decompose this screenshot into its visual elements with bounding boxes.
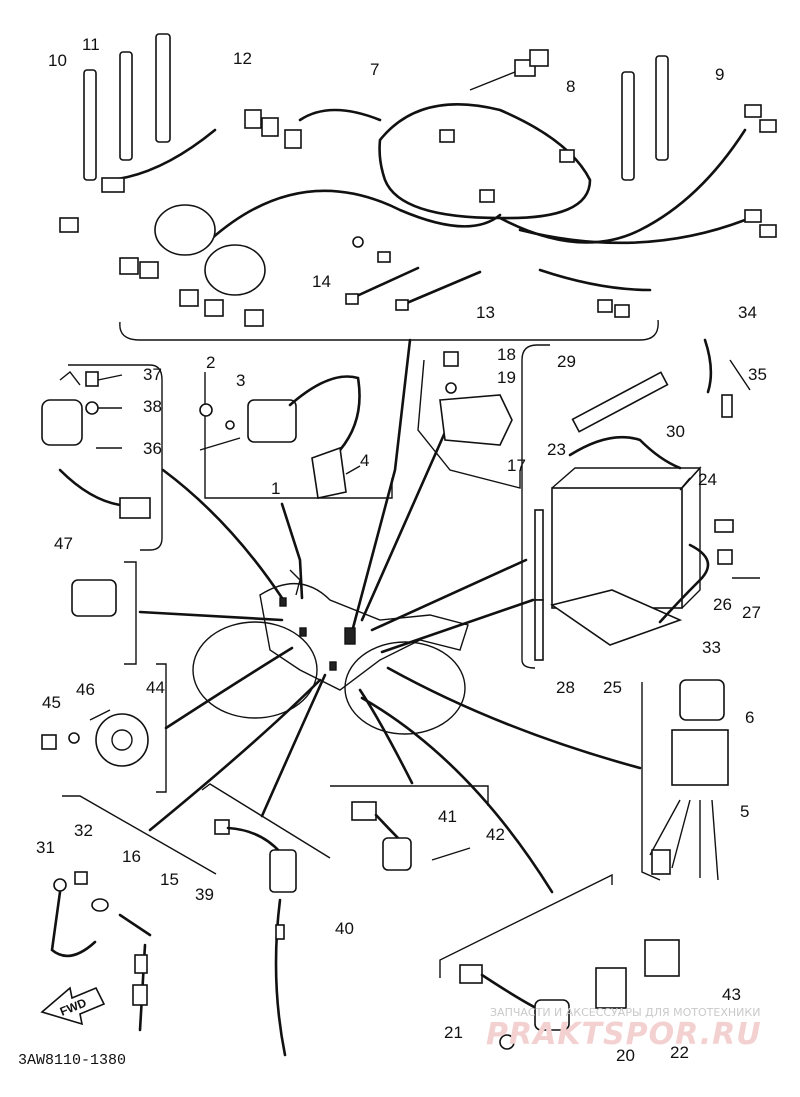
callout-35: 35 [748,365,767,384]
callout-27: 27 [742,603,761,622]
frame-outline [192,569,469,735]
callout-4: 4 [360,451,369,470]
callout-1: 1 [271,479,280,498]
callout-31: 31 [36,838,55,857]
callout-16: 16 [122,847,141,866]
diagram-code: 3AW8110-1380 [18,1052,126,1069]
callout-42: 42 [486,825,505,844]
callout-labels: 1011127891413234118191737383629343530232… [36,35,767,1065]
callout-36: 36 [143,439,162,458]
callout-28: 28 [556,678,575,697]
parts-20-21-22-43 [459,939,680,1050]
callout-17: 17 [507,456,526,475]
callout-24: 24 [698,470,717,489]
callout-21: 21 [444,1023,463,1042]
fwd-arrow: FWD [40,986,106,1026]
callout-44: 44 [146,678,165,697]
callout-9: 9 [715,65,724,84]
callout-30: 30 [666,422,685,441]
parts-15-16-31-32-39 [50,871,152,1032]
callout-12: 12 [233,49,252,68]
callout-15: 15 [160,870,179,889]
battery [534,338,760,661]
ignition-coil [199,375,361,499]
flasher-relay [649,679,729,881]
callout-14: 14 [312,272,331,291]
sensor-40 [214,819,297,1057]
group-brackets [62,319,661,978]
main-switch [41,371,151,519]
callout-40: 40 [335,919,354,938]
callout-10: 10 [48,51,67,70]
cable-ties [83,33,669,181]
callout-26: 26 [713,595,732,614]
rectifier [439,351,513,446]
callout-34: 34 [738,303,757,322]
callout-47: 47 [54,534,73,553]
callout-39: 39 [195,885,214,904]
callout-38: 38 [143,397,162,416]
relay-and-horn [41,579,149,767]
callout-25: 25 [603,678,622,697]
callout-20: 20 [616,1046,635,1065]
callout-3: 3 [236,371,245,390]
callout-46: 46 [76,680,95,699]
callout-8: 8 [566,77,575,96]
watermark-logo: PRAKTSPOR.RU [486,1017,762,1052]
callout-6: 6 [745,708,754,727]
callout-37: 37 [143,365,162,384]
wire-harness [59,49,777,327]
callout-11: 11 [82,35,100,54]
callout-22: 22 [670,1043,689,1062]
callout-45: 45 [42,693,61,712]
callout-5: 5 [740,802,749,821]
callout-41: 41 [438,807,457,826]
callout-13: 13 [476,303,495,322]
callout-23: 23 [547,440,566,459]
watermark-tagline: ЗАПЧАСТИ И АКСЕССУАРЫ ДЛЯ МОТОТЕХНИКИ [490,1006,760,1019]
connector-lines [138,338,642,894]
callout-32: 32 [74,821,93,840]
callout-33: 33 [702,638,721,657]
callout-19: 19 [497,368,516,387]
callout-18: 18 [497,345,516,364]
neutral-switch [351,801,471,871]
callout-43: 43 [722,985,741,1004]
callout-7: 7 [370,60,379,79]
callout-2: 2 [206,353,215,372]
callout-29: 29 [557,352,576,371]
